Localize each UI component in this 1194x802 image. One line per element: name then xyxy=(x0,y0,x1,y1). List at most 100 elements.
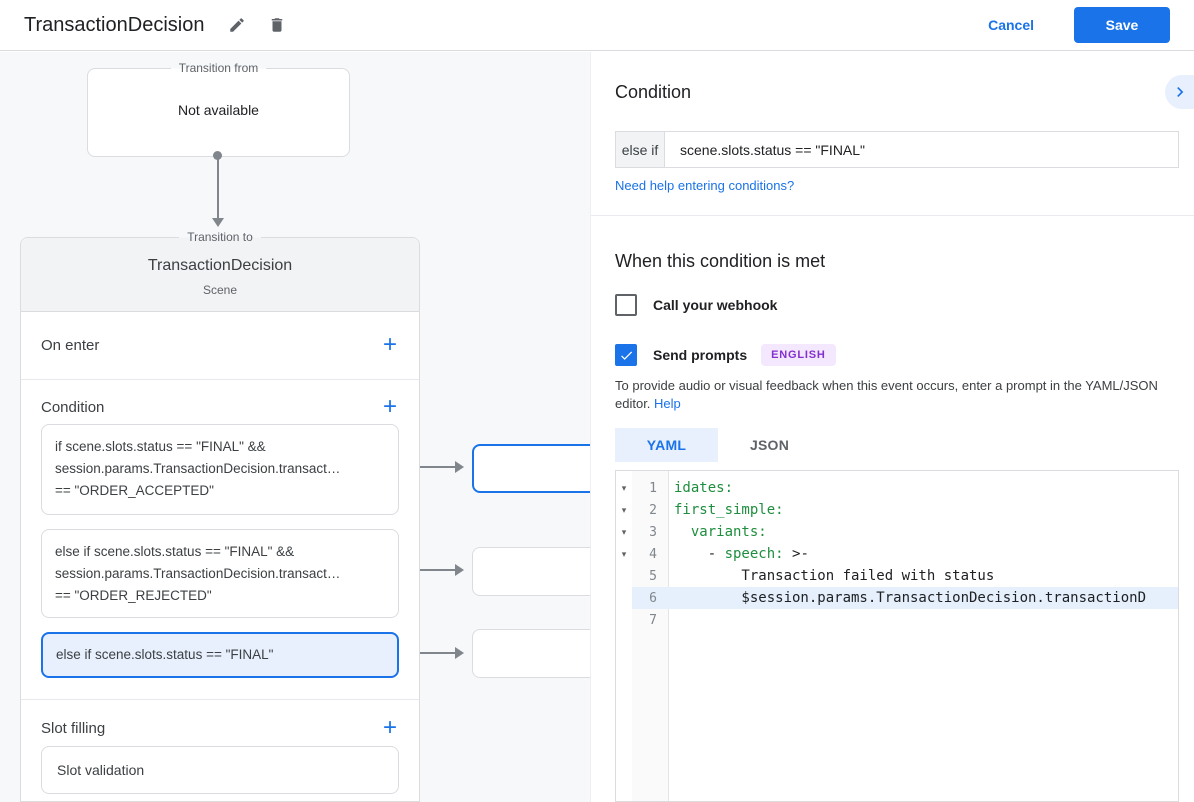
condition-text: == "ORDER_REJECTED" xyxy=(55,588,212,603)
transition-from-legend: Transition from xyxy=(87,61,350,75)
header-bar: TransactionDecision Cancel Save xyxy=(0,0,1194,51)
condition-input[interactable] xyxy=(665,131,1179,168)
editor-line[interactable]: ▾ 2 first_simple: xyxy=(616,499,1178,521)
add-icon: + xyxy=(382,393,397,420)
line-number: 1 xyxy=(649,480,657,496)
when-met-title: When this condition is met xyxy=(615,251,826,271)
arrow-down-icon xyxy=(212,218,224,227)
webhook-label[interactable]: Call your webhook xyxy=(653,297,778,313)
section-divider xyxy=(21,699,419,700)
delete-button[interactable] xyxy=(264,12,290,38)
description-text: To provide audio or visual feedback when… xyxy=(615,378,1158,411)
add-icon: + xyxy=(382,331,397,358)
section-divider xyxy=(21,379,419,380)
line-number-gutter xyxy=(632,471,668,801)
transition-from-box xyxy=(87,68,350,157)
condition-section-header: Condition + xyxy=(21,379,419,435)
condition-text: if scene.slots.status == "FINAL" && xyxy=(55,439,266,454)
transition-target-box[interactable] xyxy=(472,547,602,596)
send-prompts-row: Send prompts ENGLISH xyxy=(615,344,836,366)
condition-detail-panel: Condition else if Need help entering con… xyxy=(590,52,1194,802)
cancel-button[interactable]: Cancel xyxy=(982,16,1040,34)
condition-card[interactable]: if scene.slots.status == "FINAL" && sess… xyxy=(41,424,399,515)
editor-line[interactable]: ▾ 3 variants: xyxy=(616,521,1178,543)
line-number: 2 xyxy=(649,502,657,518)
slot-filling-section-header: Slot filling + xyxy=(21,700,419,756)
editor-line[interactable]: 5 Transaction failed with status xyxy=(616,565,1178,587)
arrow-right-icon xyxy=(455,461,464,473)
transition-to-box: TransactionDecision Scene On enter + Con… xyxy=(20,237,420,802)
checkmark-icon xyxy=(619,348,634,363)
editor-line[interactable]: 7 xyxy=(616,609,1178,631)
webhook-checkbox[interactable] xyxy=(615,294,637,316)
condition-label: Condition xyxy=(41,398,105,416)
chevron-right-icon xyxy=(1170,82,1190,102)
arrow-right-icon xyxy=(455,564,464,576)
send-prompts-label[interactable]: Send prompts xyxy=(653,347,748,363)
condition-text: session.params.TransactionDecision.trans… xyxy=(55,461,341,476)
tab-yaml[interactable]: YAML xyxy=(615,428,718,462)
scene-type-label: Scene xyxy=(202,283,238,297)
line-number: 4 xyxy=(649,546,657,562)
fold-arrow-icon[interactable]: ▾ xyxy=(621,482,627,493)
connector-line xyxy=(404,569,456,571)
add-icon: + xyxy=(382,714,397,741)
condition-card-selected[interactable]: else if scene.slots.status == "FINAL" xyxy=(41,632,399,678)
arrow-right-icon xyxy=(455,647,464,659)
condition-prefix: else if xyxy=(615,131,665,168)
editor-line[interactable]: ▾ 4 - speech: >- xyxy=(616,543,1178,565)
scene-name: TransactionDecision xyxy=(147,257,293,274)
transition-target-box[interactable] xyxy=(472,444,602,493)
transition-from-content: Not available xyxy=(178,102,259,118)
webhook-row: Call your webhook xyxy=(615,294,777,316)
panel-divider xyxy=(591,215,1194,216)
panel-title: Condition xyxy=(615,82,692,102)
condition-text: == "ORDER_ACCEPTED" xyxy=(55,483,214,498)
transition-to-legend: Transition to xyxy=(20,230,420,244)
save-button[interactable]: Save xyxy=(1074,7,1170,43)
fold-arrow-icon[interactable]: ▾ xyxy=(621,504,627,515)
send-prompts-checkbox[interactable] xyxy=(615,344,637,366)
pencil-icon xyxy=(228,16,246,34)
tab-json[interactable]: JSON xyxy=(718,428,821,462)
description-help-link[interactable]: Help xyxy=(654,395,681,411)
connector-line xyxy=(217,158,219,220)
connector-dot xyxy=(213,151,222,160)
line-number: 5 xyxy=(649,568,657,584)
slot-validation-card[interactable]: Slot validation xyxy=(41,746,399,794)
fold-arrow-icon[interactable]: ▾ xyxy=(621,526,627,537)
condition-text: session.params.TransactionDecision.trans… xyxy=(55,566,341,581)
on-enter-section: On enter + xyxy=(21,311,419,379)
line-number: 3 xyxy=(649,524,657,540)
slot-filling-label: Slot filling xyxy=(41,719,106,737)
condition-input-row: else if xyxy=(615,131,1179,168)
condition-help-link[interactable]: Need help entering conditions? xyxy=(615,178,795,193)
edit-button[interactable] xyxy=(224,12,250,38)
line-number: 6 xyxy=(649,590,657,606)
connector-line xyxy=(404,652,456,654)
editor-line-active[interactable]: 6 $session.params.TransactionDecision.tr… xyxy=(616,587,1178,609)
language-badge: ENGLISH xyxy=(761,344,836,366)
collapse-panel-button[interactable] xyxy=(1165,75,1194,109)
transition-target-box[interactable] xyxy=(472,629,602,678)
flow-diagram-area: Transition from Not available Transactio… xyxy=(0,52,602,802)
condition-card[interactable]: else if scene.slots.status == "FINAL" &&… xyxy=(41,529,399,618)
add-slot-button[interactable]: + xyxy=(381,716,399,740)
slot-validation-label: Slot validation xyxy=(57,762,145,778)
gutter-border xyxy=(668,471,669,801)
condition-text: else if scene.slots.status == "FINAL" && xyxy=(55,544,295,559)
add-on-enter-button[interactable]: + xyxy=(381,333,399,357)
scene-header-band: TransactionDecision Scene xyxy=(21,238,419,312)
active-line-highlight xyxy=(632,587,1178,609)
prompts-description: To provide audio or visual feedback when… xyxy=(615,377,1181,412)
editor-tabs: YAML JSON xyxy=(615,428,821,462)
trash-icon xyxy=(268,16,286,34)
yaml-code-editor[interactable]: ▾ 1 idates: ▾ 2 first_simple: ▾ 3 varian… xyxy=(615,470,1179,802)
add-condition-button[interactable]: + xyxy=(381,395,399,419)
line-number: 7 xyxy=(649,612,657,628)
editor-line[interactable]: ▾ 1 idates: xyxy=(616,477,1178,499)
on-enter-label: On enter xyxy=(41,336,100,354)
condition-text: else if scene.slots.status == "FINAL" xyxy=(56,647,274,662)
fold-arrow-icon[interactable]: ▾ xyxy=(621,548,627,559)
